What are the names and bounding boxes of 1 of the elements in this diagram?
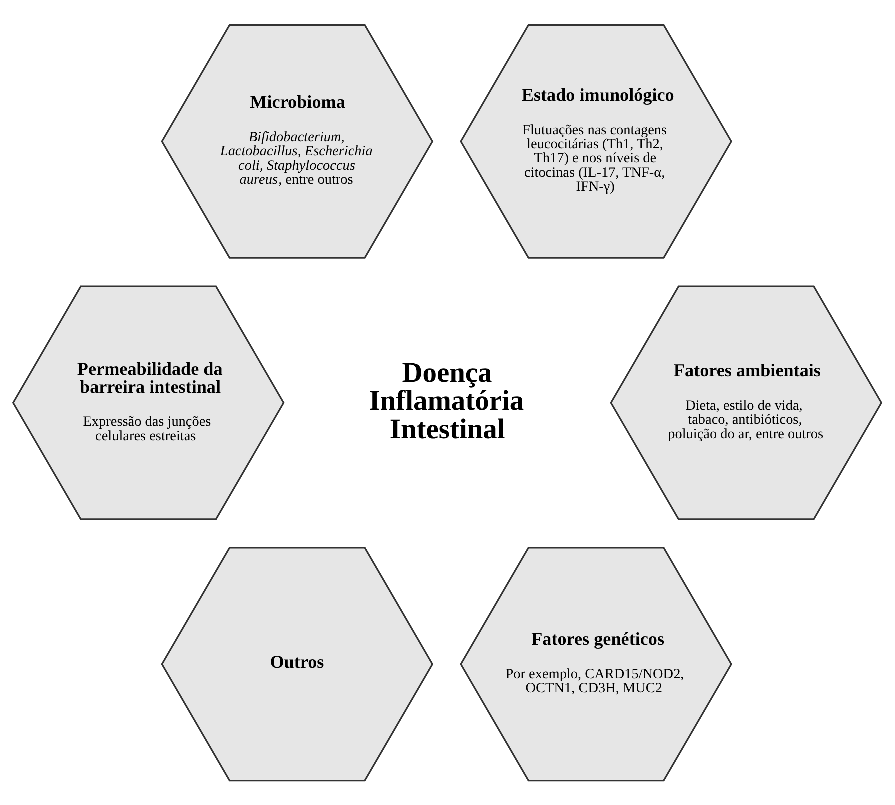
label: Doença Inflamatória Intestinal	[369, 357, 524, 446]
